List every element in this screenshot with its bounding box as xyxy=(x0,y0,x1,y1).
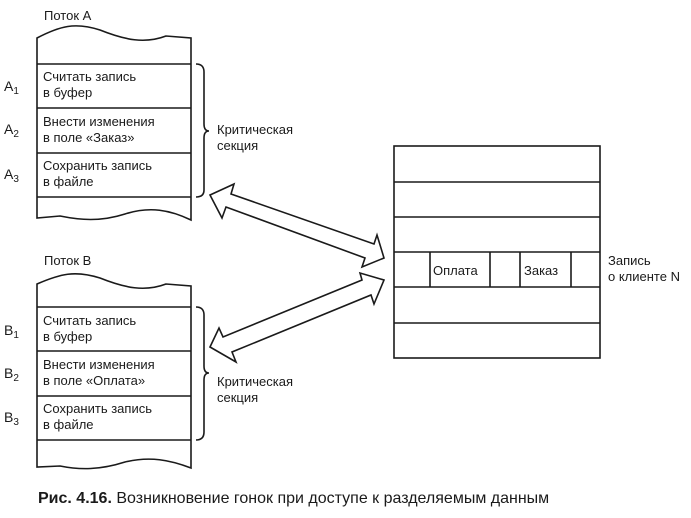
step-label-index: 2 xyxy=(13,129,19,140)
step-label-b2: B2 xyxy=(4,365,19,384)
step-b3: Сохранить запись в файле xyxy=(43,401,152,433)
step-label-letter: B xyxy=(4,322,14,338)
step-label-a1: A1 xyxy=(4,78,19,97)
step-text-line: Внести изменения xyxy=(43,114,155,129)
step-text-line: Сохранить запись xyxy=(43,401,152,416)
critical-section-line: секция xyxy=(217,390,259,405)
step-text-line: в поле «Заказ» xyxy=(43,130,135,145)
step-text-line: в поле «Оплата» xyxy=(43,373,146,388)
step-text-line: в файле xyxy=(43,417,94,432)
caption-text: Возникновение гонок при доступе к раздел… xyxy=(116,490,550,507)
step-label-a3: A3 xyxy=(4,166,19,185)
figure-caption: Рис. 4.16. Возникновение гонок при досту… xyxy=(38,490,549,508)
step-a2: Внести изменения в поле «Заказ» xyxy=(43,114,155,146)
step-b2: Внести изменения в поле «Оплата» xyxy=(43,357,155,389)
step-label-index: 2 xyxy=(13,373,19,384)
step-a3: Сохранить запись в файле xyxy=(43,158,152,190)
field-order: Заказ xyxy=(524,263,559,278)
field-payment: Оплата xyxy=(433,263,478,278)
step-label-letter: B xyxy=(4,409,14,425)
step-label-letter: B xyxy=(4,365,14,381)
record-label: Запись о клиенте N xyxy=(608,253,680,285)
thread-a-title: Поток A xyxy=(44,8,92,23)
thread-b-block-outline xyxy=(36,272,192,470)
step-label-letter: A xyxy=(4,166,14,182)
step-text-line: в файле xyxy=(43,174,94,189)
step-text-line: Считать запись xyxy=(43,69,137,84)
step-label-b1: B1 xyxy=(4,322,19,341)
step-text-line: в буфер xyxy=(43,85,93,100)
thread-b-title: Поток B xyxy=(44,253,92,268)
step-label-index: 1 xyxy=(13,86,19,97)
step-b1: Считать запись в буфер xyxy=(43,313,136,345)
critical-section-label-a: Критическая секция xyxy=(217,122,293,154)
step-label-b3: B3 xyxy=(4,409,19,428)
step-label-index: 3 xyxy=(13,417,19,428)
step-label-index: 1 xyxy=(13,330,19,341)
step-label-index: 3 xyxy=(13,174,19,185)
step-text-line: Сохранить запись xyxy=(43,158,152,173)
step-label-a2: A2 xyxy=(4,121,19,140)
step-text-line: Внести изменения xyxy=(43,357,155,372)
record-label-line: Запись xyxy=(608,253,651,268)
step-text-line: в буфер xyxy=(43,329,93,344)
double-arrow-a-icon xyxy=(208,182,385,269)
thread-b-brace xyxy=(195,306,210,441)
caption-prefix: Рис. 4.16. xyxy=(38,490,112,507)
thread-a-block-outline xyxy=(36,25,192,222)
step-label-letter: A xyxy=(4,121,14,137)
critical-section-line: Критическая xyxy=(217,122,294,137)
step-text-line: Считать запись xyxy=(43,313,137,328)
step-label-letter: A xyxy=(4,78,14,94)
double-arrow-b-icon xyxy=(208,271,386,364)
thread-a-brace xyxy=(195,63,210,198)
critical-section-label-b: Критическая секция xyxy=(217,374,293,406)
critical-section-line: секция xyxy=(217,138,259,153)
record-label-line: о клиенте N xyxy=(608,269,680,284)
critical-section-line: Критическая xyxy=(217,374,294,389)
step-a1: Считать запись в буфер xyxy=(43,69,136,101)
